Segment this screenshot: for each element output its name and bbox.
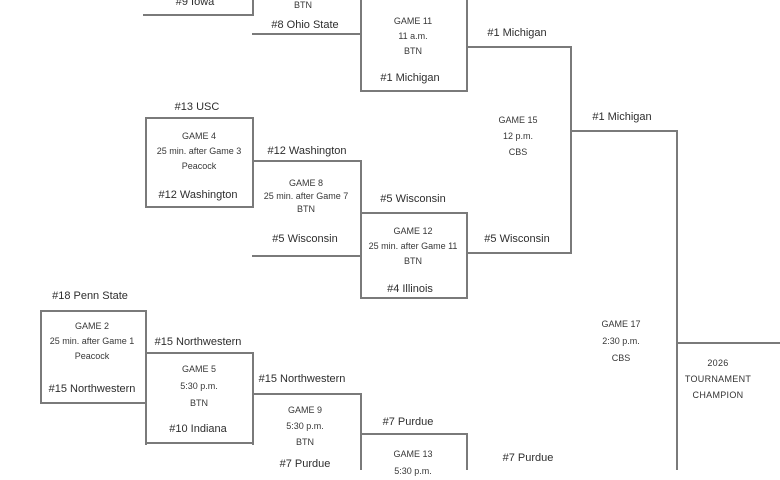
game11-info: GAME 11 11 a.m. BTN [394, 14, 432, 59]
champion-year: 2026 [707, 358, 729, 368]
team-label-usc: #13 USC [174, 101, 220, 113]
team-label-ohio-state: #8 Ohio State [271, 19, 339, 31]
michigan-semifinal-winner-line [570, 130, 676, 132]
washington-game4-line [145, 206, 252, 208]
team-label-wisconsin-game12: #5 Wisconsin [380, 193, 446, 205]
connector-game11-right [466, 0, 468, 92]
connector-game9-right [360, 393, 362, 470]
game12-title: GAME 12 [393, 226, 433, 236]
team-label-indiana: #10 Indiana [169, 423, 227, 435]
team-label-wisconsin-quarterfinal: #5 Wisconsin [484, 233, 550, 245]
game8-title: GAME 8 [288, 178, 324, 188]
michigan-quarterfinal-winner-line [466, 46, 570, 48]
team-label-northwestern-game2: #15 Northwestern [48, 383, 136, 395]
northwestern-game9-line [252, 393, 360, 395]
champion-text1: TOURNAMENT [684, 374, 752, 384]
team-label-michigan-semifinal: #1 Michigan [592, 111, 652, 123]
game5-time: 5:30 p.m. [180, 381, 218, 391]
game15-title: GAME 15 [498, 115, 538, 125]
game8-network: BTN [296, 204, 315, 214]
game8-time: 25 min. after Game 7 [263, 191, 349, 201]
game13-time: 5:30 p.m. [394, 466, 432, 476]
michigan-game11-line [360, 90, 466, 92]
game9-title: GAME 9 [287, 405, 322, 415]
connector-game3-right [252, 0, 254, 16]
game2-title: GAME 2 [74, 321, 110, 331]
team-label-northwestern-game5: #15 Northwestern [154, 336, 242, 348]
game4-time: 25 min. after Game 3 [156, 146, 242, 156]
game7-network: BTN [294, 0, 312, 10]
champion-line [676, 342, 780, 344]
game4-info: GAME 4 25 min. after Game 3 Peacock [157, 129, 242, 174]
penn-state-line [40, 310, 145, 312]
game2-time: 25 min. after Game 1 [49, 336, 135, 346]
team-label-purdue-game9: #7 Purdue [279, 458, 331, 470]
team-label-washington-game4: #12 Washington [158, 189, 238, 201]
ohio-state-line [252, 33, 360, 35]
game13-title: GAME 13 [393, 449, 433, 459]
iowa-line [143, 14, 252, 16]
game5-network: BTN [190, 398, 208, 408]
connector-game8-game12 [360, 160, 362, 299]
indiana-line [145, 442, 252, 444]
game11-title: GAME 11 [393, 16, 433, 26]
connector-game4-right [252, 117, 254, 208]
game17-info: GAME 17 2:30 p.m. CBS [601, 316, 640, 367]
game13-info: GAME 13 5:30 p.m. [393, 446, 432, 480]
team-label-washington-game8: #12 Washington [267, 145, 347, 157]
game11-time: 11 a.m. [398, 31, 428, 41]
game11-network: BTN [403, 46, 422, 56]
team-label-northwestern-game9: #15 Northwestern [258, 373, 346, 385]
illinois-line [360, 297, 466, 299]
game5-info: GAME 5 5:30 p.m. BTN [180, 361, 218, 412]
game2-info: GAME 2 25 min. after Game 1 Peacock [50, 319, 135, 364]
game12-time: 25 min. after Game 11 [368, 241, 458, 251]
champion-label: 2026 TOURNAMENT CHAMPION [685, 355, 751, 403]
team-label-iowa: #9 Iowa [175, 0, 215, 8]
game15-network: CBS [508, 147, 528, 157]
game5-title: GAME 5 [181, 364, 216, 374]
game9-time: 5:30 p.m. [286, 421, 324, 431]
northwestern-game2-line [40, 402, 145, 404]
champion-text2: CHAMPION [692, 390, 744, 400]
northwestern-game5-line [145, 352, 252, 354]
team-label-illinois: #4 Illinois [387, 283, 433, 295]
purdue-game13-line [360, 433, 466, 435]
game17-time: 2:30 p.m. [602, 336, 640, 346]
game15-time: 12 p.m. [502, 131, 534, 141]
washington-game8-line [252, 160, 360, 162]
wisconsin-game8-line [252, 255, 360, 257]
team-label-purdue-game13: #7 Purdue [382, 416, 434, 428]
usc-line [145, 117, 252, 119]
connector-game4-left [145, 117, 147, 208]
game17-network: CBS [611, 353, 631, 363]
team-label-wisconsin-game8: #5 Wisconsin [272, 233, 338, 245]
game4-network: Peacock [181, 161, 217, 171]
team-label-purdue-quarterfinal: #7 Purdue [502, 452, 554, 464]
team-label-michigan-quarterfinal: #1 Michigan [487, 27, 547, 39]
connector-game13-right [466, 433, 468, 470]
connector-game2-left [40, 310, 42, 404]
game12-info: GAME 12 25 min. after Game 11 BTN [369, 224, 458, 269]
connector-game5-right [252, 352, 254, 445]
game7-info: BTN [294, 0, 312, 13]
game4-title: GAME 4 [181, 131, 217, 141]
team-label-penn-state: #18 Penn State [52, 290, 128, 302]
connector-game11-left [360, 0, 362, 92]
game2-network: Peacock [74, 351, 110, 361]
game9-network: BTN [296, 437, 314, 447]
tournament-bracket: #9 Iowa #8 Ohio State #1 Michigan #1 Mic… [40, 0, 780, 476]
team-label-michigan-game11: #1 Michigan [380, 72, 440, 84]
connector-semifinal-game15 [570, 46, 572, 254]
game17-title: GAME 17 [601, 319, 641, 329]
connector-game12-right [466, 212, 468, 299]
game9-info: GAME 9 5:30 p.m. BTN [286, 402, 324, 450]
wisconsin-game12-line [360, 212, 466, 214]
wisconsin-quarterfinal-winner-line [466, 252, 570, 254]
game12-network: BTN [404, 256, 422, 266]
game15-info: GAME 15 12 p.m. CBS [498, 112, 537, 160]
connector-game2-game5 [145, 310, 147, 445]
game8-info: GAME 8 25 min. after Game 7 BTN [264, 177, 349, 216]
connector-final-game17 [676, 130, 678, 470]
